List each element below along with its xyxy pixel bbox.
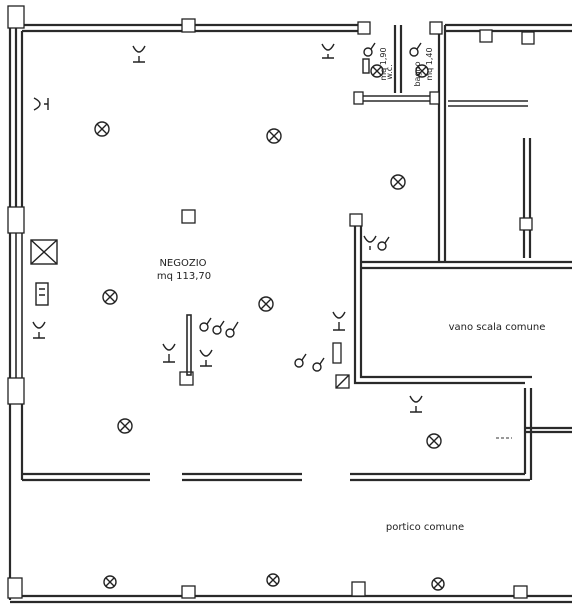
pillars: [7, 5, 535, 599]
wall-lamp-icon: [132, 45, 146, 63]
switch-icon: [312, 357, 325, 372]
room-name-portico: portico comune: [386, 522, 464, 533]
switch-icon: [363, 42, 376, 57]
socket-icon: [362, 58, 370, 74]
wall-lamp-icon: [33, 97, 49, 111]
switch-icon: [225, 321, 239, 338]
light-icon: [426, 433, 442, 449]
light-icon: [390, 174, 406, 190]
wall-lamp-icon: [162, 343, 176, 363]
light-icon: [117, 418, 133, 434]
light-icon: [102, 289, 118, 305]
room-area-negozio: mq 113,70: [157, 271, 211, 282]
interior-partition: [186, 314, 350, 389]
wall-lamp-icon: [199, 349, 213, 367]
exterior-walls: [8, 23, 572, 604]
room-name-stair: vano scala comune: [449, 322, 546, 333]
wall-outlets: [32, 43, 423, 413]
switch-icon: [377, 236, 390, 251]
wall-lamp-icon: [363, 235, 377, 250]
light-icon: [431, 577, 445, 591]
switch-icon: [409, 42, 422, 57]
room-name-negozio: NEGOZIO: [159, 258, 206, 269]
socket-icon: [35, 282, 49, 306]
room-area-wc: mq 1,90: [379, 47, 388, 80]
light-icon: [103, 575, 117, 589]
light-fixtures: [94, 64, 445, 591]
light-icon: [266, 128, 282, 144]
switch-icon: [212, 320, 225, 335]
light-icon: [258, 296, 274, 312]
devices: [30, 58, 370, 306]
wall-lamp-icon: [409, 395, 423, 413]
light-icon: [370, 64, 384, 78]
room-name-bagno: bagno: [413, 61, 422, 86]
switch-icon: [199, 317, 212, 332]
switch-icon: [294, 353, 307, 368]
light-icon: [94, 121, 110, 137]
wall-lamp-icon: [32, 321, 46, 339]
electrical-panel-icon: [30, 239, 58, 265]
light-icon: [415, 64, 429, 78]
light-icon: [266, 573, 280, 587]
wall-lamp-icon: [321, 43, 335, 59]
room-area-bagno: mq 1,40: [425, 47, 434, 80]
room-name-wc: w.c.: [385, 64, 394, 79]
switches: [199, 42, 422, 372]
wall-lamp-icon: [332, 311, 346, 331]
